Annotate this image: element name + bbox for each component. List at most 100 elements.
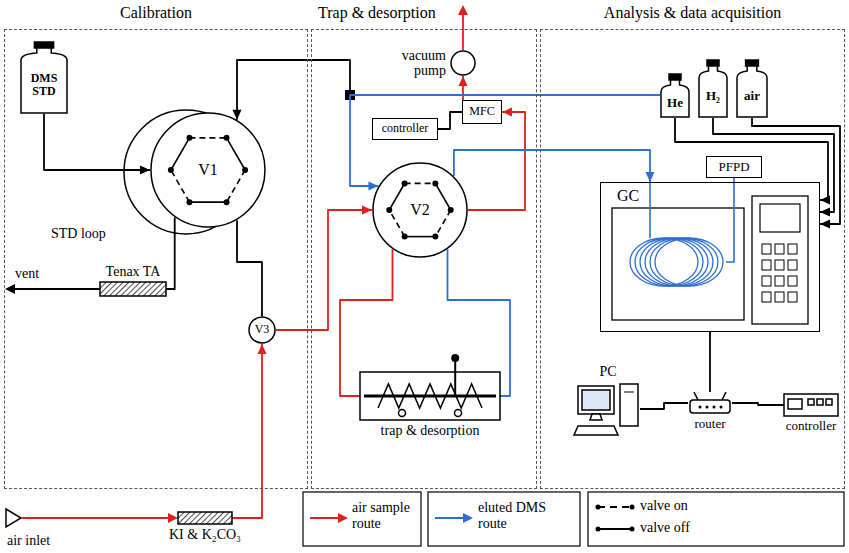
trap-tube	[364, 395, 496, 398]
key	[788, 292, 797, 302]
packing	[178, 512, 232, 524]
bottle-cap	[746, 60, 759, 66]
drive	[624, 392, 634, 393]
led	[706, 406, 709, 409]
keyboard	[574, 426, 618, 435]
circle	[249, 317, 275, 343]
column-outlet	[726, 178, 734, 262]
gc-oven: GC	[600, 182, 820, 332]
valve-channel	[405, 236, 436, 238]
legend-sample	[596, 527, 601, 532]
connector	[454, 150, 650, 182]
gc-screen	[760, 204, 800, 232]
arrowhead	[820, 208, 830, 217]
node-label: router	[694, 417, 725, 431]
valve-port	[242, 167, 248, 173]
antenna	[722, 392, 726, 400]
connector	[237, 60, 660, 120]
arrowhead	[459, 76, 468, 86]
valve-port	[386, 207, 392, 213]
button	[817, 399, 823, 405]
node-label: V3	[255, 323, 270, 336]
valve-channel	[189, 201, 226, 203]
node-shape	[576, 382, 640, 436]
valve-channel	[389, 210, 404, 237]
handle-knob	[451, 354, 459, 362]
node-label: He	[667, 96, 683, 110]
part-label: STD loop	[50, 226, 107, 241]
arrowhead	[140, 166, 150, 175]
exhaust-line	[462, 14, 464, 50]
key	[788, 244, 797, 254]
valve-port	[448, 207, 454, 213]
legend-text: eluted DMS route	[478, 500, 576, 532]
arrowhead	[258, 344, 267, 354]
legend-box	[428, 492, 580, 546]
valve-circle: vacuum pump	[450, 50, 476, 76]
key	[762, 292, 771, 302]
node-label: vacuum pump	[390, 48, 446, 79]
legend-text: valve off	[640, 520, 790, 536]
connector	[232, 344, 262, 518]
device-box: controller	[372, 118, 438, 140]
terminal	[455, 410, 462, 417]
region-box: CalibrationDMS STDV1Tenax TAV3	[5, 30, 307, 488]
bottle-body	[21, 48, 67, 113]
pc-icon: PC	[576, 382, 640, 436]
region-title: Trap & desorption	[318, 4, 436, 22]
connector	[640, 403, 688, 409]
arrowhead	[368, 182, 378, 191]
node-label: controller	[382, 122, 429, 135]
column-turn	[650, 238, 718, 286]
antenna	[694, 392, 698, 400]
inlet-arrow	[168, 513, 178, 523]
region-title: Analysis & data acquisition	[541, 4, 844, 22]
legend-box	[588, 492, 844, 546]
button	[826, 399, 832, 405]
node-shape	[100, 282, 166, 296]
bottle-body	[737, 66, 767, 117]
bottle-cap	[34, 42, 53, 48]
node-label: KI & K₂CO₃	[169, 527, 241, 542]
connector	[438, 112, 462, 129]
part-label: vent	[14, 266, 40, 281]
device-box: PFPD	[706, 156, 762, 178]
legend-sample	[598, 528, 632, 530]
valve-channel	[227, 170, 246, 202]
valve-body	[373, 163, 467, 257]
valve-port	[186, 199, 192, 205]
valve-port	[432, 234, 438, 240]
button	[808, 399, 814, 405]
packed-tube: KI & K₂CO₃	[178, 512, 232, 524]
node-shape	[688, 392, 732, 414]
arrowhead	[820, 220, 830, 229]
exhaust-arrow	[458, 5, 468, 15]
gas-bottle: DMS STD	[20, 42, 68, 114]
legend-sample	[630, 527, 635, 532]
gas-bottle: H₂	[698, 60, 728, 118]
legend-sample	[435, 517, 465, 519]
legend-box	[303, 492, 421, 546]
packed-tube: Tenax TA	[100, 282, 166, 296]
terminal	[399, 410, 406, 417]
legend-sample	[630, 505, 635, 510]
gc-column	[630, 238, 723, 286]
bottle-cap	[707, 60, 719, 66]
gc-panel	[752, 196, 808, 324]
key	[762, 260, 771, 270]
valve-port	[224, 199, 230, 205]
node-label: DMS STD	[20, 72, 68, 98]
node-shape	[450, 50, 476, 76]
node-label: V1	[198, 161, 218, 179]
key	[775, 276, 784, 286]
connector	[713, 118, 834, 212]
device-box: MFC	[462, 100, 502, 124]
region-title: Calibration	[5, 4, 307, 22]
valve-channel	[171, 170, 190, 202]
key	[775, 244, 784, 254]
key	[762, 276, 771, 286]
oven-window	[612, 208, 744, 320]
vent-line	[14, 288, 100, 290]
key	[788, 276, 797, 286]
